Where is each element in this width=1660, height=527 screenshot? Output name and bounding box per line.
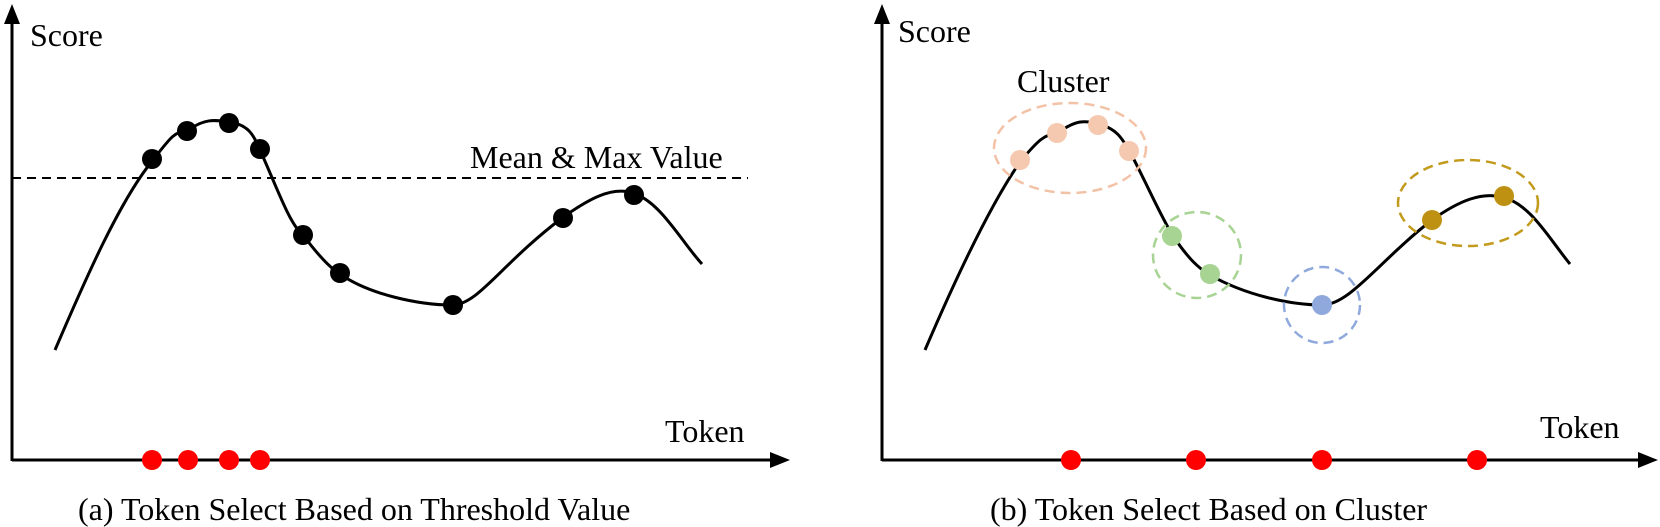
panel-a-point <box>330 263 350 283</box>
panel-b-cluster-label: Cluster <box>1017 63 1110 99</box>
panel-b-x-arrow <box>1638 452 1658 468</box>
panel-a-x-arrow <box>770 452 790 468</box>
panel-b-point-peak <box>1088 115 1108 135</box>
panel-b-cluster-ring-right <box>1396 158 1540 248</box>
panel-b-point-valley <box>1312 295 1332 315</box>
panel-b-cluster-ring-descent <box>1151 210 1243 300</box>
panel-a-point <box>624 185 644 205</box>
panel-a-axes <box>10 18 772 462</box>
panel-b-y-arrow <box>874 4 890 24</box>
panel-b-selected-token <box>1186 450 1206 470</box>
panel-b-point-right <box>1494 186 1514 206</box>
panel-b-caption: (b) Token Select Based on Cluster <box>990 491 1427 527</box>
panel-a-point <box>219 113 239 133</box>
panel-a-x-axis-label: Token <box>665 413 745 449</box>
panel-a-point <box>553 208 573 228</box>
panel-b-point-peak <box>1010 150 1030 170</box>
panel-b-points <box>1010 115 1514 315</box>
panel-a-selected-token <box>142 450 162 470</box>
panel-a-point <box>250 139 270 159</box>
panel-a-threshold-label: Mean & Max Value <box>470 139 723 175</box>
panel-a: Score Token Mean & Max Value (a) Token S… <box>4 4 790 527</box>
panel-b-selected-token <box>1467 450 1487 470</box>
panel-b-point-peak <box>1047 123 1067 143</box>
panel-b-point-peak <box>1119 141 1139 161</box>
panel-a-caption: (a) Token Select Based on Threshold Valu… <box>78 491 630 527</box>
panel-b-cluster-ring-peak <box>992 101 1148 195</box>
panel-a-point <box>293 225 313 245</box>
panel-a-selected-token <box>178 450 198 470</box>
panel-b-point-descent <box>1200 264 1220 284</box>
panel-b-axes <box>880 18 1640 462</box>
panel-b-cluster-ring-valley <box>1282 265 1362 345</box>
panel-a-y-arrow <box>4 4 20 24</box>
panel-a-points <box>142 113 644 315</box>
panel-b-cluster-rings <box>992 101 1540 345</box>
panel-a-point <box>443 295 463 315</box>
panel-b-y-axis-label: Score <box>898 13 971 49</box>
panel-b-selected-token <box>1061 450 1081 470</box>
panel-a-selected-token <box>250 450 270 470</box>
panel-a-selected-token <box>219 450 239 470</box>
panel-b-selected-token <box>1312 450 1332 470</box>
panel-a-point <box>177 121 197 141</box>
panel-a-selected-tokens <box>142 450 270 470</box>
panel-b-point-descent <box>1162 226 1182 246</box>
panel-b-x-axis-label: Token <box>1540 409 1620 445</box>
panel-a-point <box>142 149 162 169</box>
panel-b-point-right <box>1422 210 1442 230</box>
panel-b: Score Token Cluster <box>874 4 1658 527</box>
panel-a-y-axis-label: Score <box>30 17 103 53</box>
panel-b-selected-tokens <box>1061 450 1487 470</box>
